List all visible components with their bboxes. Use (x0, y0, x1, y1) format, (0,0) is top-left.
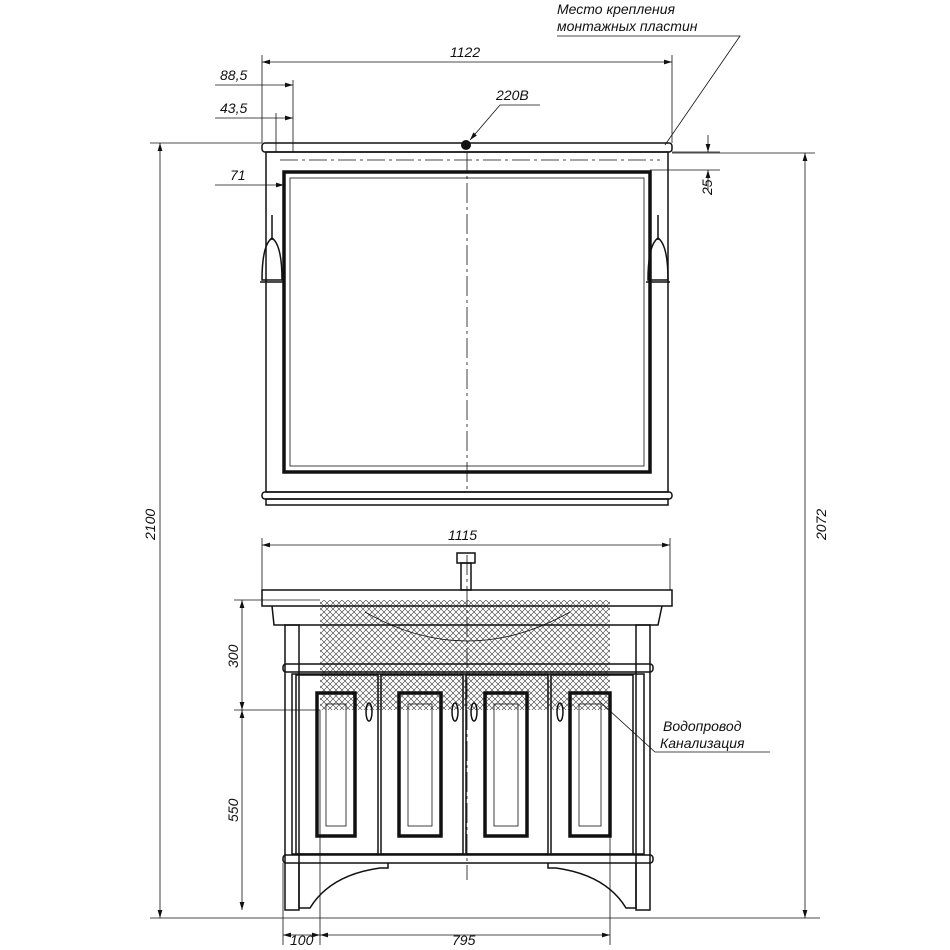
mirror-bottom-shelf (261, 491, 673, 500)
handle-icon (365, 702, 373, 722)
plinth-arch (298, 863, 637, 909)
right-lamp-icon (646, 215, 670, 283)
mount-label-line2: монтажных пластин (557, 18, 698, 34)
utility-zone-hatch (320, 600, 610, 710)
door-1[interactable] (295, 674, 379, 855)
door-panel-2 (397, 691, 443, 838)
cabinet-doors (295, 674, 634, 855)
dim-mirror-width: 1122 (450, 44, 480, 60)
door-panel-3 (483, 691, 529, 838)
basin-underside (271, 605, 663, 626)
water-label: Водопровод (663, 718, 742, 734)
mirror (260, 140, 673, 506)
left-post (284, 624, 300, 911)
power-leader (469, 104, 540, 141)
lower-shelf (282, 854, 654, 864)
power-outlet-icon (461, 140, 471, 150)
door-4[interactable] (550, 674, 634, 855)
dim-300: 300 (225, 644, 241, 668)
handle-icon (451, 702, 459, 722)
upper-shelf (282, 663, 654, 673)
power-label: 220В (495, 87, 529, 103)
mount-label-line1: Место крепления (557, 1, 676, 17)
left-lamp-icon (260, 215, 284, 283)
dim-550: 550 (225, 798, 241, 822)
dim-100: 100 (290, 932, 314, 948)
door-3[interactable] (465, 674, 549, 855)
mount-leader (557, 35, 741, 146)
faucet-icon (456, 552, 476, 591)
dim-2100: 2100 (142, 509, 158, 541)
dim-71: 71 (230, 167, 246, 183)
dim-vanity-width: 1115 (448, 527, 477, 543)
vanity (261, 552, 673, 911)
dim-2072: 2072 (813, 509, 829, 541)
door-2[interactable] (380, 674, 464, 855)
dim-25: 25 (699, 179, 715, 196)
door-panel-4 (568, 691, 612, 838)
right-post (635, 624, 651, 911)
dimension-lines (150, 35, 820, 945)
dim-43-5: 43,5 (220, 100, 247, 116)
utility-leader (597, 699, 770, 753)
dim-795: 795 (452, 932, 476, 948)
labels: Место крепления монтажных пластин 220В В… (142, 1, 829, 948)
handle-icon (556, 702, 564, 722)
handle-icon (470, 702, 478, 722)
door-panel-1 (315, 691, 357, 838)
sewer-label: Канализация (660, 735, 745, 751)
mirror-base (265, 498, 669, 506)
dim-88-5: 88,5 (220, 67, 247, 83)
